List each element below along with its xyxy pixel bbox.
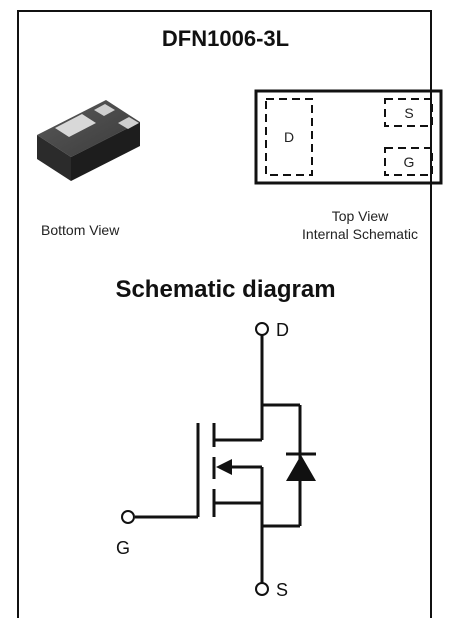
top-view-footprint: D S G [254, 89, 443, 185]
source-pad-label: S [404, 105, 413, 121]
drain-pad-label: D [284, 129, 294, 145]
gate-terminal-icon [121, 510, 135, 524]
body-arrow-icon [216, 459, 232, 475]
body-diode-icon [286, 455, 316, 481]
package-small-pad-2 [118, 117, 139, 129]
footprint-outline [254, 89, 443, 185]
package-left-face [37, 135, 71, 181]
source-terminal-icon [255, 582, 269, 596]
drain-pin-label: D [276, 320, 289, 340]
mosfet-symbol [135, 335, 316, 583]
package-front-face [71, 122, 140, 181]
gate-pin-label: G [116, 538, 130, 558]
datasheet-frame [17, 10, 432, 618]
top-view-caption: Top View [331, 208, 389, 224]
gate-pad-outline [384, 147, 433, 176]
gate-pad-label: G [404, 154, 415, 170]
drain-pad-outline [265, 98, 313, 176]
package-title: DFN1006-3L [161, 26, 290, 51]
internal-schematic-caption: Internal Schematic [302, 226, 418, 242]
package-small-pad-1 [94, 104, 115, 116]
source-pin-label: S [276, 580, 288, 600]
package-top-face [37, 100, 140, 157]
source-pad-outline [384, 98, 433, 127]
package-large-pad [55, 114, 96, 137]
schematic-heading: Schematic diagram [115, 276, 336, 303]
drain-terminal-icon [255, 322, 269, 336]
bottom-view-caption: Bottom View [41, 222, 120, 238]
bottom-view-package-illustration [37, 100, 140, 181]
